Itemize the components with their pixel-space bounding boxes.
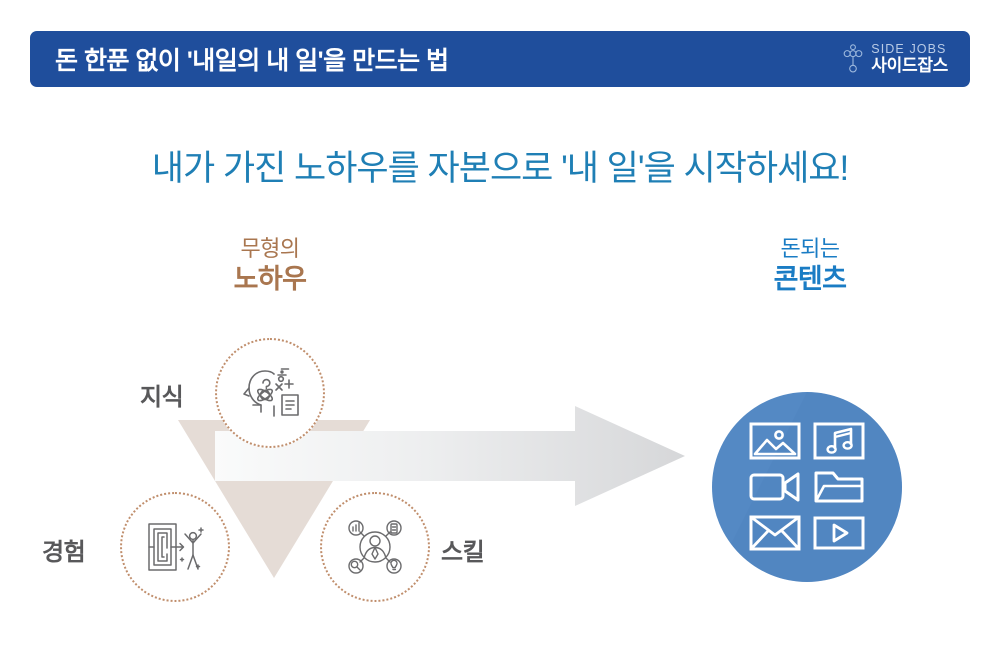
person-skills-network-icon bbox=[348, 520, 402, 574]
header-bar: 돈 한푼 없이 '내일의 내 일'을 만드는 법 SIDE JOBS 사이드잡스 bbox=[30, 31, 970, 87]
content-tile-music bbox=[810, 421, 868, 461]
envelope-icon bbox=[749, 515, 801, 551]
play-button-icon bbox=[813, 516, 865, 550]
diagram: 지식 경험 스킬 bbox=[0, 320, 1000, 620]
page-title: 돈 한푼 없이 '내일의 내 일'을 만드는 법 bbox=[55, 47, 449, 75]
caption-right-top: 돈되는 bbox=[780, 236, 841, 261]
video-camera-icon bbox=[749, 472, 800, 502]
music-note-icon bbox=[813, 422, 865, 460]
caption-left-bottom: 노하우 bbox=[233, 263, 307, 294]
node-knowledge bbox=[215, 338, 325, 448]
content-tile-image bbox=[746, 421, 804, 461]
content-icon-grid bbox=[746, 421, 868, 553]
content-circle-shading bbox=[712, 392, 902, 582]
transformation-arrow-icon bbox=[215, 406, 685, 506]
caption-intangible-knowhow: 무형의 노하우 bbox=[180, 236, 360, 296]
folder-icon bbox=[814, 471, 864, 503]
content-circle bbox=[712, 392, 902, 582]
side-jobs-logo-mark-icon bbox=[843, 44, 863, 73]
content-tile-video bbox=[746, 467, 804, 507]
maze-with-person-icon bbox=[148, 523, 204, 571]
content-tile-folder bbox=[810, 467, 868, 507]
brand-logo: SIDE JOBS 사이드잡스 bbox=[842, 42, 948, 76]
logo-text-english: SIDE JOBS bbox=[871, 42, 947, 57]
caption-right-bottom: 콘텐츠 bbox=[773, 263, 847, 294]
node-label-skill: 스킬 bbox=[441, 539, 485, 566]
head-with-knowledge-symbols-icon bbox=[243, 368, 299, 417]
content-tile-play bbox=[810, 513, 868, 553]
caption-monetizable-content: 돈되는 콘텐츠 bbox=[720, 236, 900, 296]
node-label-knowledge: 지식 bbox=[140, 384, 184, 411]
logo-text-korean: 사이드잡스 bbox=[871, 56, 948, 76]
node-experience bbox=[120, 492, 230, 602]
content-tile-mail bbox=[746, 513, 804, 553]
subtitle: 내가 가진 노하우를 자본으로 '내 일'을 시작하세요! bbox=[151, 149, 849, 188]
image-icon bbox=[749, 422, 801, 460]
caption-left-top: 무형의 bbox=[240, 236, 301, 261]
node-skill bbox=[320, 492, 430, 602]
node-label-experience: 경험 bbox=[42, 539, 86, 566]
